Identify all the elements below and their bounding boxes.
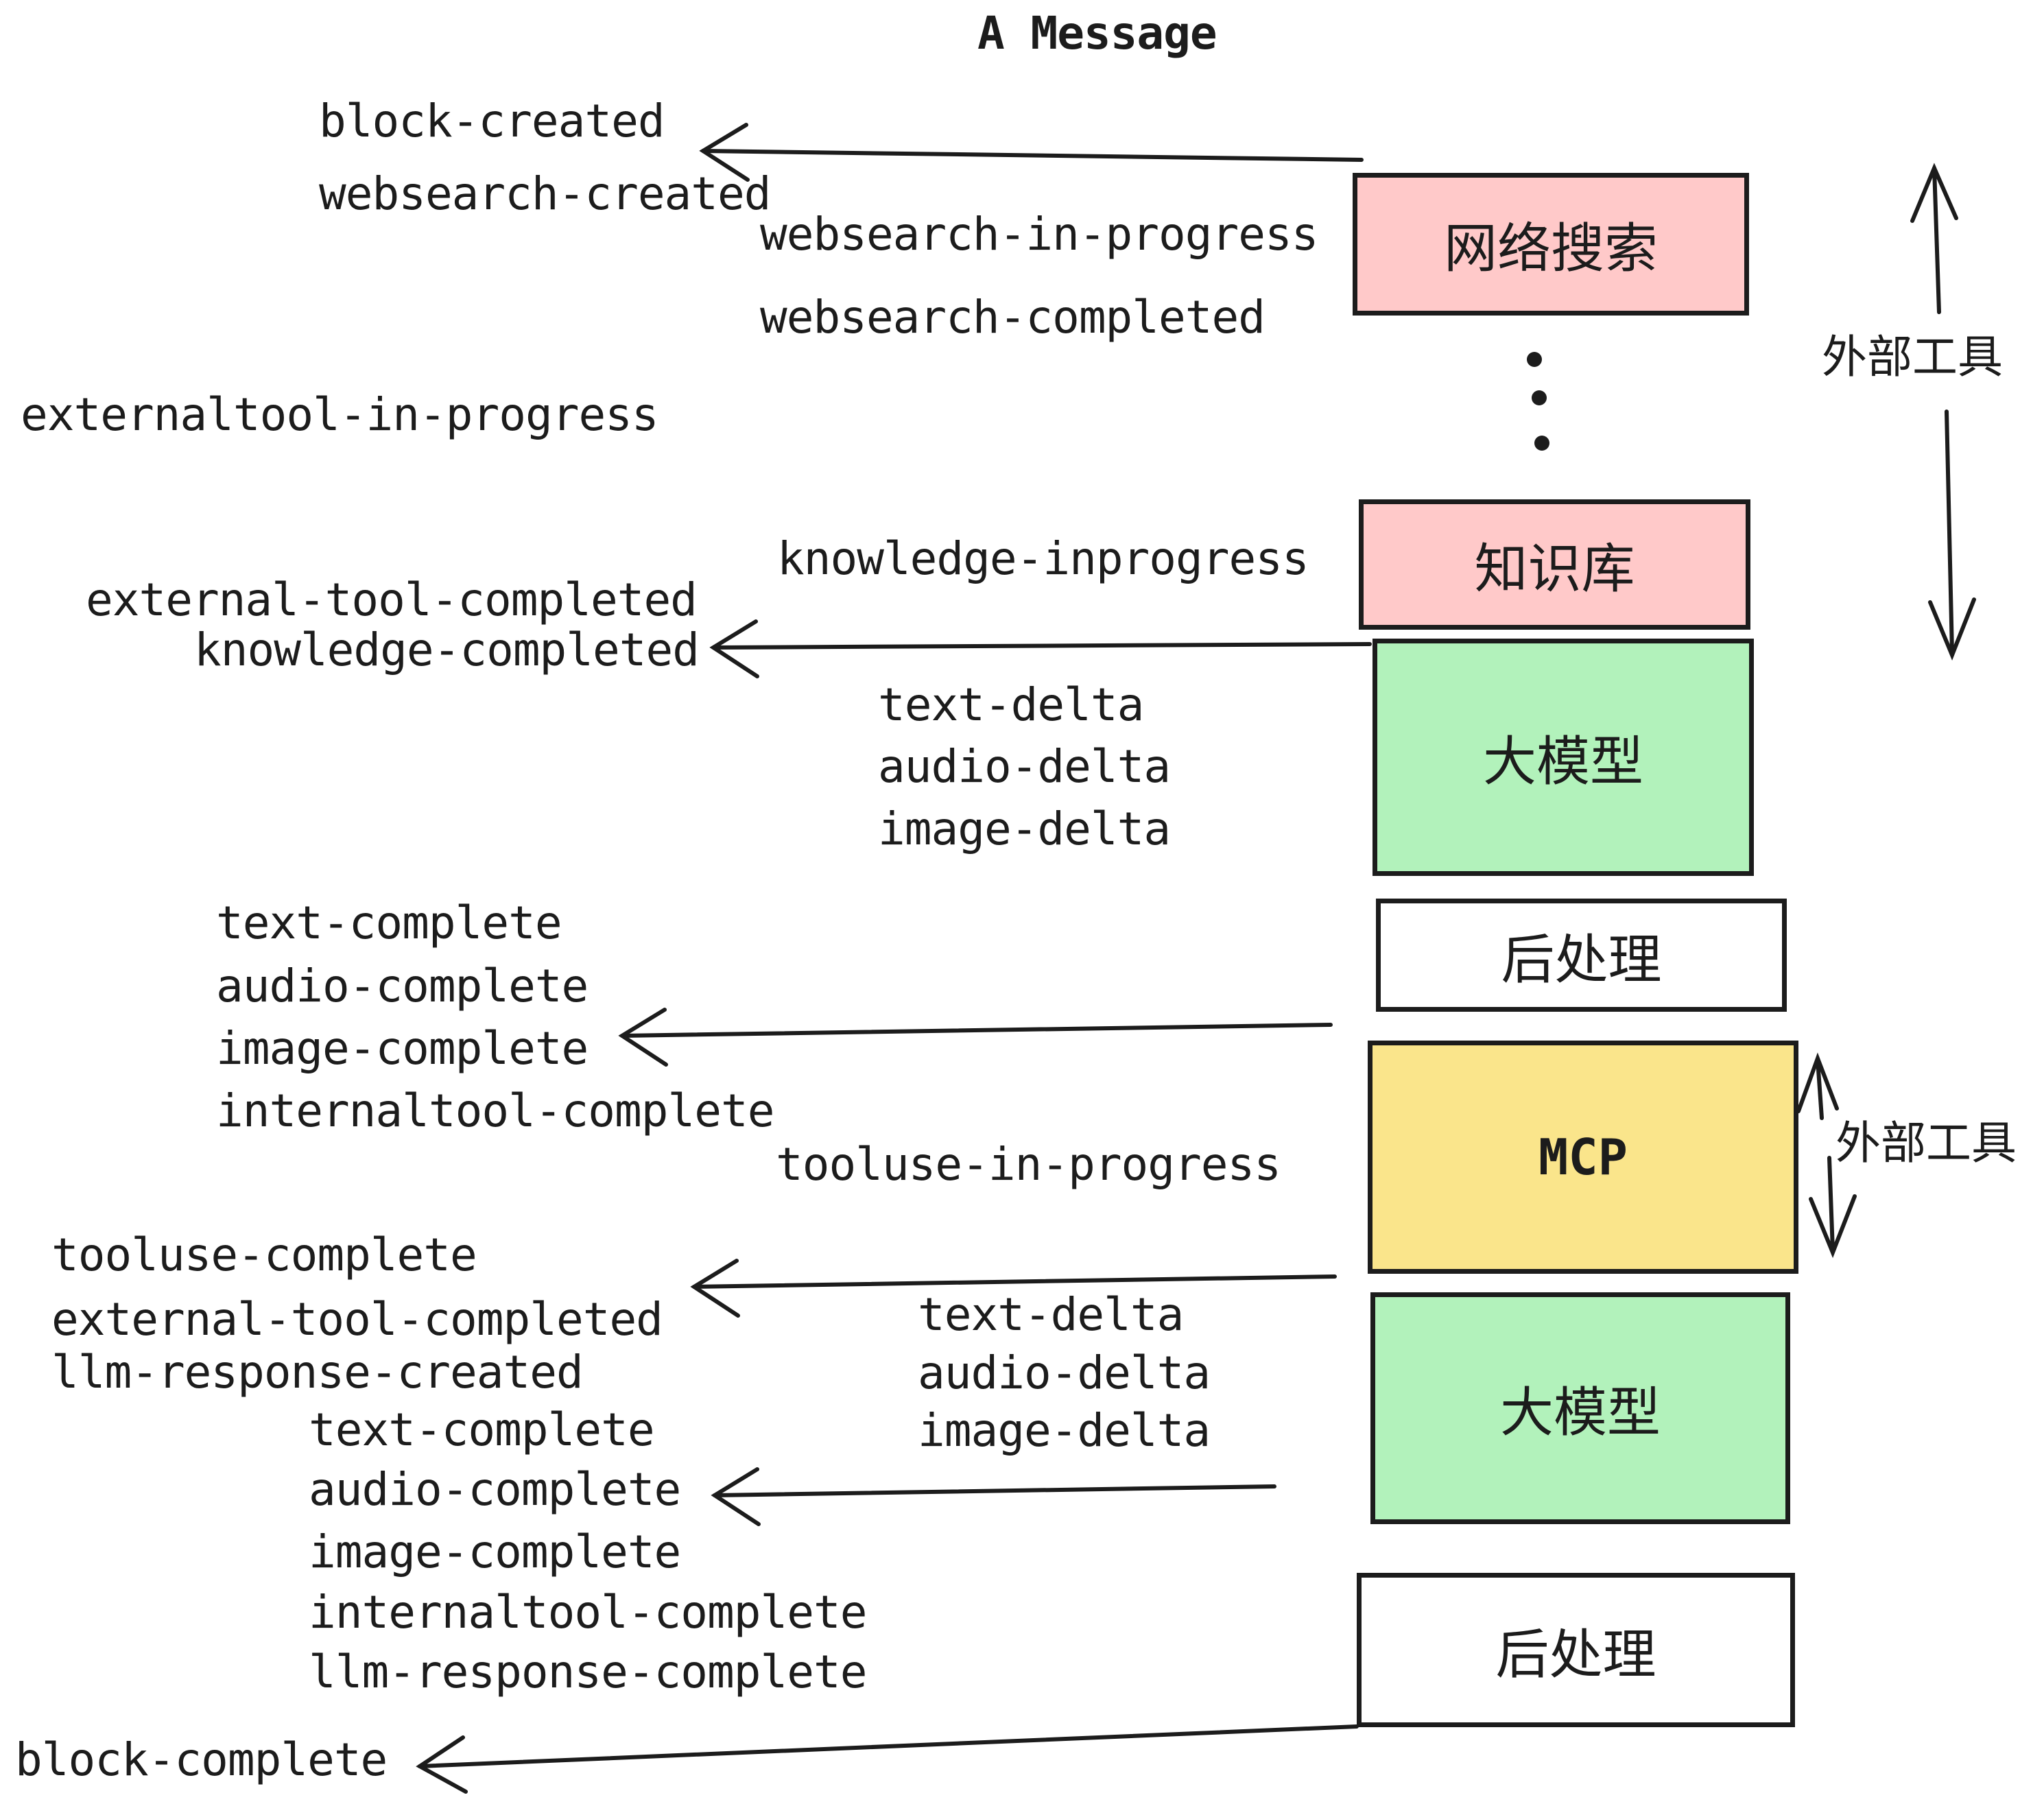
event-label-llm-response-created: llm-response-created	[51, 1346, 584, 1399]
node-post-process-2: 后处理	[1357, 1573, 1795, 1727]
node-web-search: 网络搜索	[1353, 173, 1749, 316]
event-label-external-tool-completed-2: external-tool-completed	[51, 1293, 663, 1346]
arrow-external-tools-span-2-down	[1809, 1156, 1857, 1259]
event-label-image-complete: image-complete	[216, 1022, 589, 1075]
node-post-process-2-label: 后处理	[1495, 1624, 1656, 1686]
node-post-process-1-label: 后处理	[1501, 929, 1662, 991]
node-mcp-label: MCP	[1538, 1128, 1628, 1186]
arrow-external-tools-span-2-up	[1796, 1052, 1839, 1120]
event-label-websearch-in-progress: websearch-in-progress	[760, 208, 1318, 261]
node-knowledge-base-label: 知识库	[1474, 538, 1635, 600]
event-label-internaltool-complete: internaltool-complete	[216, 1084, 774, 1137]
node-web-search-label: 网络搜索	[1443, 218, 1658, 280]
event-label-image-delta-2: image-delta	[918, 1404, 1211, 1457]
ellipsis-dots	[1527, 352, 1549, 451]
event-label-knowledge-completed: knowledge-completed	[194, 624, 700, 676]
event-label-image-complete-2: image-complete	[309, 1526, 681, 1578]
arrow-postprocess2-to-block-complete	[416, 1724, 1359, 1794]
node-mcp: MCP	[1368, 1041, 1798, 1274]
arrow-postprocess-to-complete-group	[618, 1008, 1333, 1067]
arrow-mcp-to-tooluse-complete	[690, 1259, 1337, 1318]
node-llm-2: 大模型	[1370, 1292, 1790, 1524]
event-label-image-delta: image-delta	[878, 803, 1171, 855]
event-label-text-delta-2: text-delta	[918, 1288, 1184, 1341]
diagram-title: A Message	[977, 7, 1217, 60]
arrow-external-tools-span-1-down	[1928, 410, 1976, 661]
node-post-process-1: 后处理	[1376, 899, 1787, 1012]
event-label-internaltool-complete-2: internaltool-complete	[309, 1586, 867, 1639]
event-label-audio-delta-2: audio-delta	[918, 1346, 1211, 1399]
event-label-knowledge-inprogress: knowledge-inprogress	[777, 532, 1309, 585]
arrow-external-tools-span-1-up	[1910, 163, 1958, 314]
event-label-text-complete: text-complete	[216, 897, 562, 949]
node-knowledge-base: 知识库	[1359, 499, 1750, 630]
event-label-block-complete: block-complete	[15, 1733, 388, 1786]
event-label-audio-delta: audio-delta	[878, 740, 1171, 793]
event-label-block-created: block-created	[319, 95, 665, 147]
arrow-llm-to-knowledge-completed	[709, 619, 1372, 678]
event-label-audio-complete: audio-complete	[216, 960, 589, 1012]
event-label-external-tool-completed: external-tool-completed	[86, 573, 698, 626]
node-llm-1-label: 大模型	[1482, 731, 1643, 793]
event-label-websearch-created: websearch-created	[319, 167, 772, 220]
node-llm-2-label: 大模型	[1499, 1382, 1661, 1444]
event-label-text-delta: text-delta	[878, 678, 1144, 731]
event-label-audio-complete-2: audio-complete	[309, 1463, 681, 1516]
node-llm-1: 大模型	[1372, 639, 1754, 876]
annotation-external-tools-2: 外部工具	[1835, 1117, 2017, 1170]
event-label-websearch-completed: websearch-completed	[760, 291, 1265, 344]
event-label-text-complete-2: text-complete	[309, 1403, 655, 1456]
event-label-tooluse-complete: tooluse-complete	[51, 1229, 477, 1281]
event-label-tooluse-in-progress: tooluse-in-progress	[776, 1138, 1281, 1191]
arrow-llm2-to-complete-group	[711, 1467, 1276, 1526]
arrow-websearch-to-created	[699, 123, 1364, 182]
event-label-llm-response-complete: llm-response-complete	[309, 1646, 867, 1698]
event-label-externaltool-in-progress: externaltool-in-progress	[21, 388, 659, 441]
annotation-external-tools-1: 外部工具	[1822, 331, 2003, 383]
